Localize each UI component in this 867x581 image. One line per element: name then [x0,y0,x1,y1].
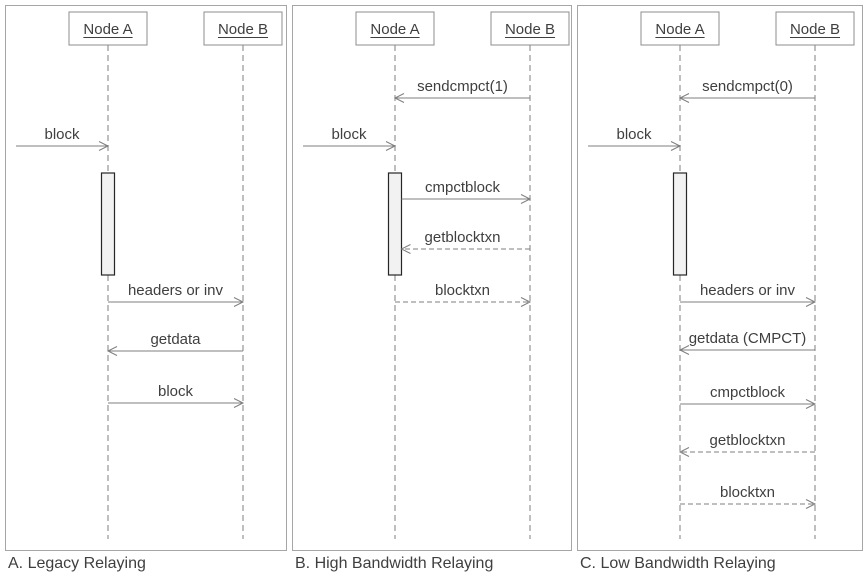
actor-box [490,11,570,46]
actor-node-b: Node B [775,11,855,46]
arrowhead-icon [98,141,110,151]
message-label: block [331,126,367,143]
actor-label: Node B [218,21,268,38]
message-blocktxn: blocktxn [395,282,532,307]
panel-low-bandwidth: Node A Node B sendcmpct(0) block headers or … [577,5,863,573]
message-getblocktxn: getblocktxn [400,229,530,254]
message-blocktxn: blocktxn [680,484,817,509]
incoming-message-block: block [588,126,682,151]
arrowhead-icon [233,297,245,307]
message-label: getblocktxn [710,432,786,449]
actor-box [640,11,720,46]
arrowhead-icon [106,346,118,356]
actor-label: Node B [790,21,840,38]
actor-label: Node A [370,21,419,38]
caption-high-bandwidth: B. High Bandwidth Relaying [295,555,494,572]
arrowhead-icon [805,499,817,509]
arrowhead-icon [233,398,245,408]
arrowhead-icon [805,297,817,307]
actor-node-b: Node B [203,11,283,46]
message-label: cmpctblock [710,384,786,401]
message-label: getdata [150,331,201,348]
message-headers-or-inv: headers or inv [108,282,245,307]
message-headers-or-inv: headers or inv [680,282,817,307]
activation-bar [100,172,116,276]
message-label: sendcmpct(1) [417,78,508,95]
activation-bar [672,172,688,276]
actor-label: Node A [83,21,132,38]
message-label: getblocktxn [425,229,501,246]
message-label: headers or inv [128,282,224,299]
caption-legacy: A. Legacy Relaying [8,555,146,572]
message-label: block [44,126,80,143]
message-getblocktxn: getblocktxn [678,432,815,457]
actor-label: Node B [505,21,555,38]
arrowhead-icon [678,345,690,355]
actor-box [203,11,283,46]
activation-bar [387,172,403,276]
panel-box-high-bandwidth: Node A Node B sendcmpct(1) block cmpctblock g… [292,5,572,551]
arrowhead-icon [678,93,690,103]
diagram-legacy: Node A Node B block headers or inv getdata bl… [16,11,283,539]
panel-box-legacy: Node A Node B block headers or inv getdata bl… [5,5,287,551]
diagram-high-bandwidth: Node A Node B sendcmpct(1) block cmpctblock g… [303,11,570,539]
actor-box [355,11,435,46]
actor-node-a: Node A [68,11,148,46]
diagram-low-bandwidth: Node A Node B sendcmpct(0) block headers or … [588,11,855,539]
message-cmpctblock: cmpctblock [401,179,532,204]
message-label: block [616,126,652,143]
incoming-message-block: block [303,126,397,151]
actor-node-a: Node A [640,11,720,46]
arrowhead-icon [393,93,405,103]
incoming-message-block: block [16,126,110,151]
panel-high-bandwidth: Node A Node B sendcmpct(1) block cmpctblock g… [292,5,572,573]
actor-node-b: Node B [490,11,570,46]
actor-box [68,11,148,46]
arrowhead-icon [520,297,532,307]
actor-box [775,11,855,46]
message-label: getdata (CMPCT) [689,330,807,347]
message-label: cmpctblock [425,179,501,196]
message-label: sendcmpct(0) [702,78,793,95]
arrowhead-icon [385,141,397,151]
arrowhead-icon [805,399,817,409]
actor-label: Node A [655,21,704,38]
message-label: blocktxn [435,282,490,299]
message-sendcmpct-1: sendcmpct(1) [393,78,530,103]
arrowhead-icon [400,244,411,254]
message-label: headers or inv [700,282,796,299]
panel-box-low-bandwidth: Node A Node B sendcmpct(0) block headers or … [577,5,863,551]
message-label: block [158,383,194,400]
message-cmpctblock: cmpctblock [680,384,817,409]
panel-legacy: Node A Node B block headers or inv getdata bl… [5,5,287,573]
actor-node-a: Node A [355,11,435,46]
message-getdata: getdata [106,331,243,356]
caption-low-bandwidth: C. Low Bandwidth Relaying [580,555,776,572]
arrowhead-icon [678,447,690,457]
message-label: blocktxn [720,484,775,501]
message-block: block [108,383,245,408]
message-sendcmpct-0: sendcmpct(0) [678,78,815,103]
arrowhead-icon [670,141,682,151]
message-getdata-cmpct: getdata (CMPCT) [678,330,815,355]
arrowhead-icon [520,194,532,204]
